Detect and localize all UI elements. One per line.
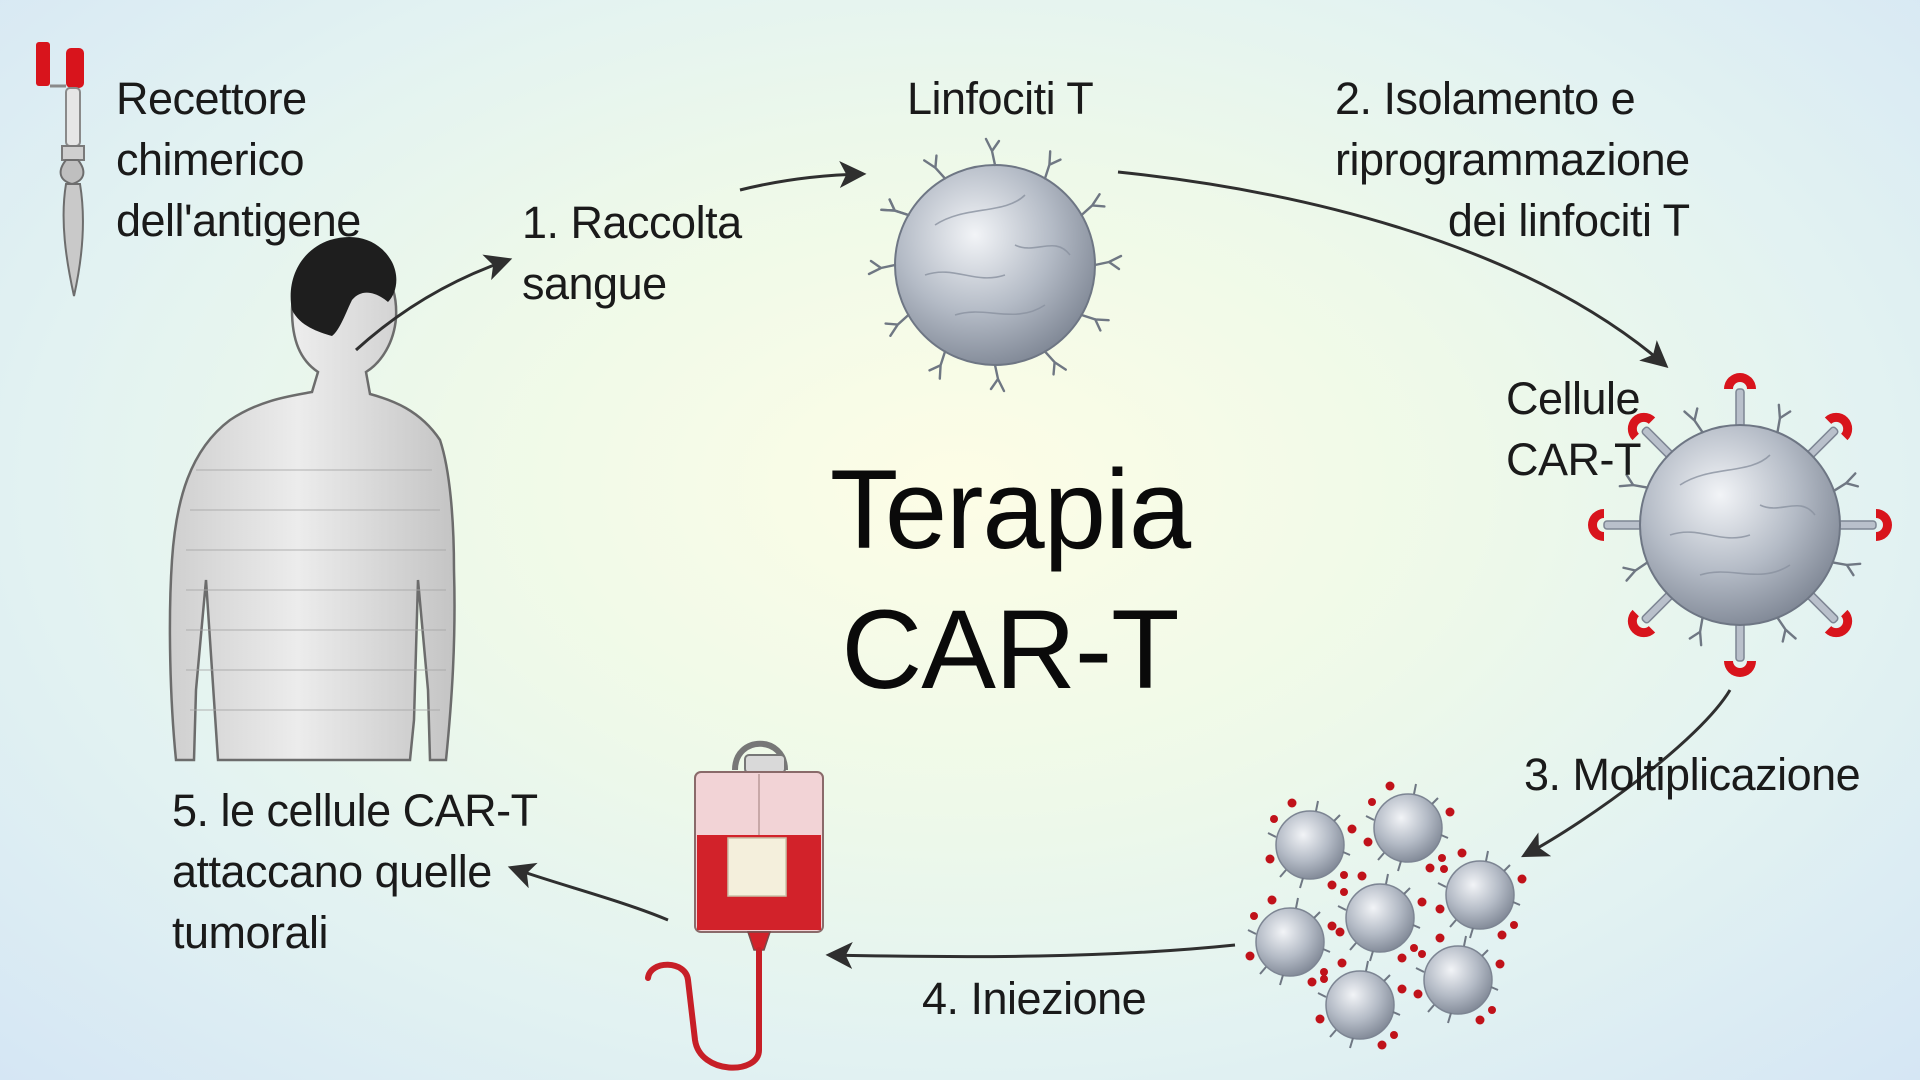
diagram-title: Terapia CAR-T <box>770 440 1250 720</box>
step5-label: 5. le cellule CAR-T attaccano quelle tum… <box>172 780 538 963</box>
step1-line-1: 1. Raccolta <box>522 197 742 248</box>
legend-line-2: chimerico <box>116 134 305 185</box>
step3-line-1: 3. Moltiplicazione <box>1524 749 1861 800</box>
step5-line-1: 5. le cellule CAR-T <box>172 785 538 836</box>
step3-label: 3. Moltiplicazione <box>1524 744 1861 805</box>
t-cell-label-line-1: Linfociti T <box>907 73 1094 124</box>
step1-line-2: sangue <box>522 258 667 309</box>
step5-line-2: attaccano quelle <box>172 846 492 897</box>
legend-line-3: dell'antigene <box>116 195 361 246</box>
t-cell-icon <box>867 137 1123 393</box>
arrow-to-multiplication <box>1521 689 1732 858</box>
arrow-to-t-cell <box>739 161 867 192</box>
arrow-to-step1 <box>354 254 513 352</box>
car-t-cell-icon <box>1587 372 1893 678</box>
arrow-to-car-t <box>1117 170 1669 368</box>
step2-line-2: riprogrammazione <box>1335 134 1690 185</box>
car-receptor-icon <box>36 42 85 297</box>
car-t-cells-line-2: CAR-T <box>1506 434 1641 485</box>
iv-bag-icon <box>645 740 824 1071</box>
cycle-arrows <box>354 161 1732 969</box>
step5-line-3: tumorali <box>172 907 329 958</box>
step4-line-1: 4. Iniezione <box>922 973 1147 1024</box>
step2-line-1: 2. Isolamento e <box>1335 73 1636 124</box>
t-cell-label: Linfociti T <box>907 68 1094 129</box>
car-t-cells-line-1: Cellule <box>1506 373 1641 424</box>
step2-line-3: dei linfociti T <box>1447 195 1690 246</box>
multiplied-cells-icon <box>1244 780 1528 1051</box>
human-figure-icon <box>168 236 456 762</box>
title-line-2: CAR-T <box>841 587 1179 712</box>
legend-line-1: Recettore <box>116 73 307 124</box>
arrow-to-injection <box>825 941 1236 969</box>
step4-label: 4. Iniezione <box>922 968 1147 1029</box>
step1-label: 1. Raccolta sangue <box>522 192 742 314</box>
title-line-1: Terapia <box>829 447 1191 572</box>
legend-label: Recettore chimerico dell'antigene <box>116 68 361 251</box>
car-t-cells-label: Cellule CAR-T <box>1506 368 1641 490</box>
step2-label: 2. Isolamento e riprogrammazione dei lin… <box>1335 68 1690 251</box>
arrow-to-step5 <box>507 862 669 922</box>
